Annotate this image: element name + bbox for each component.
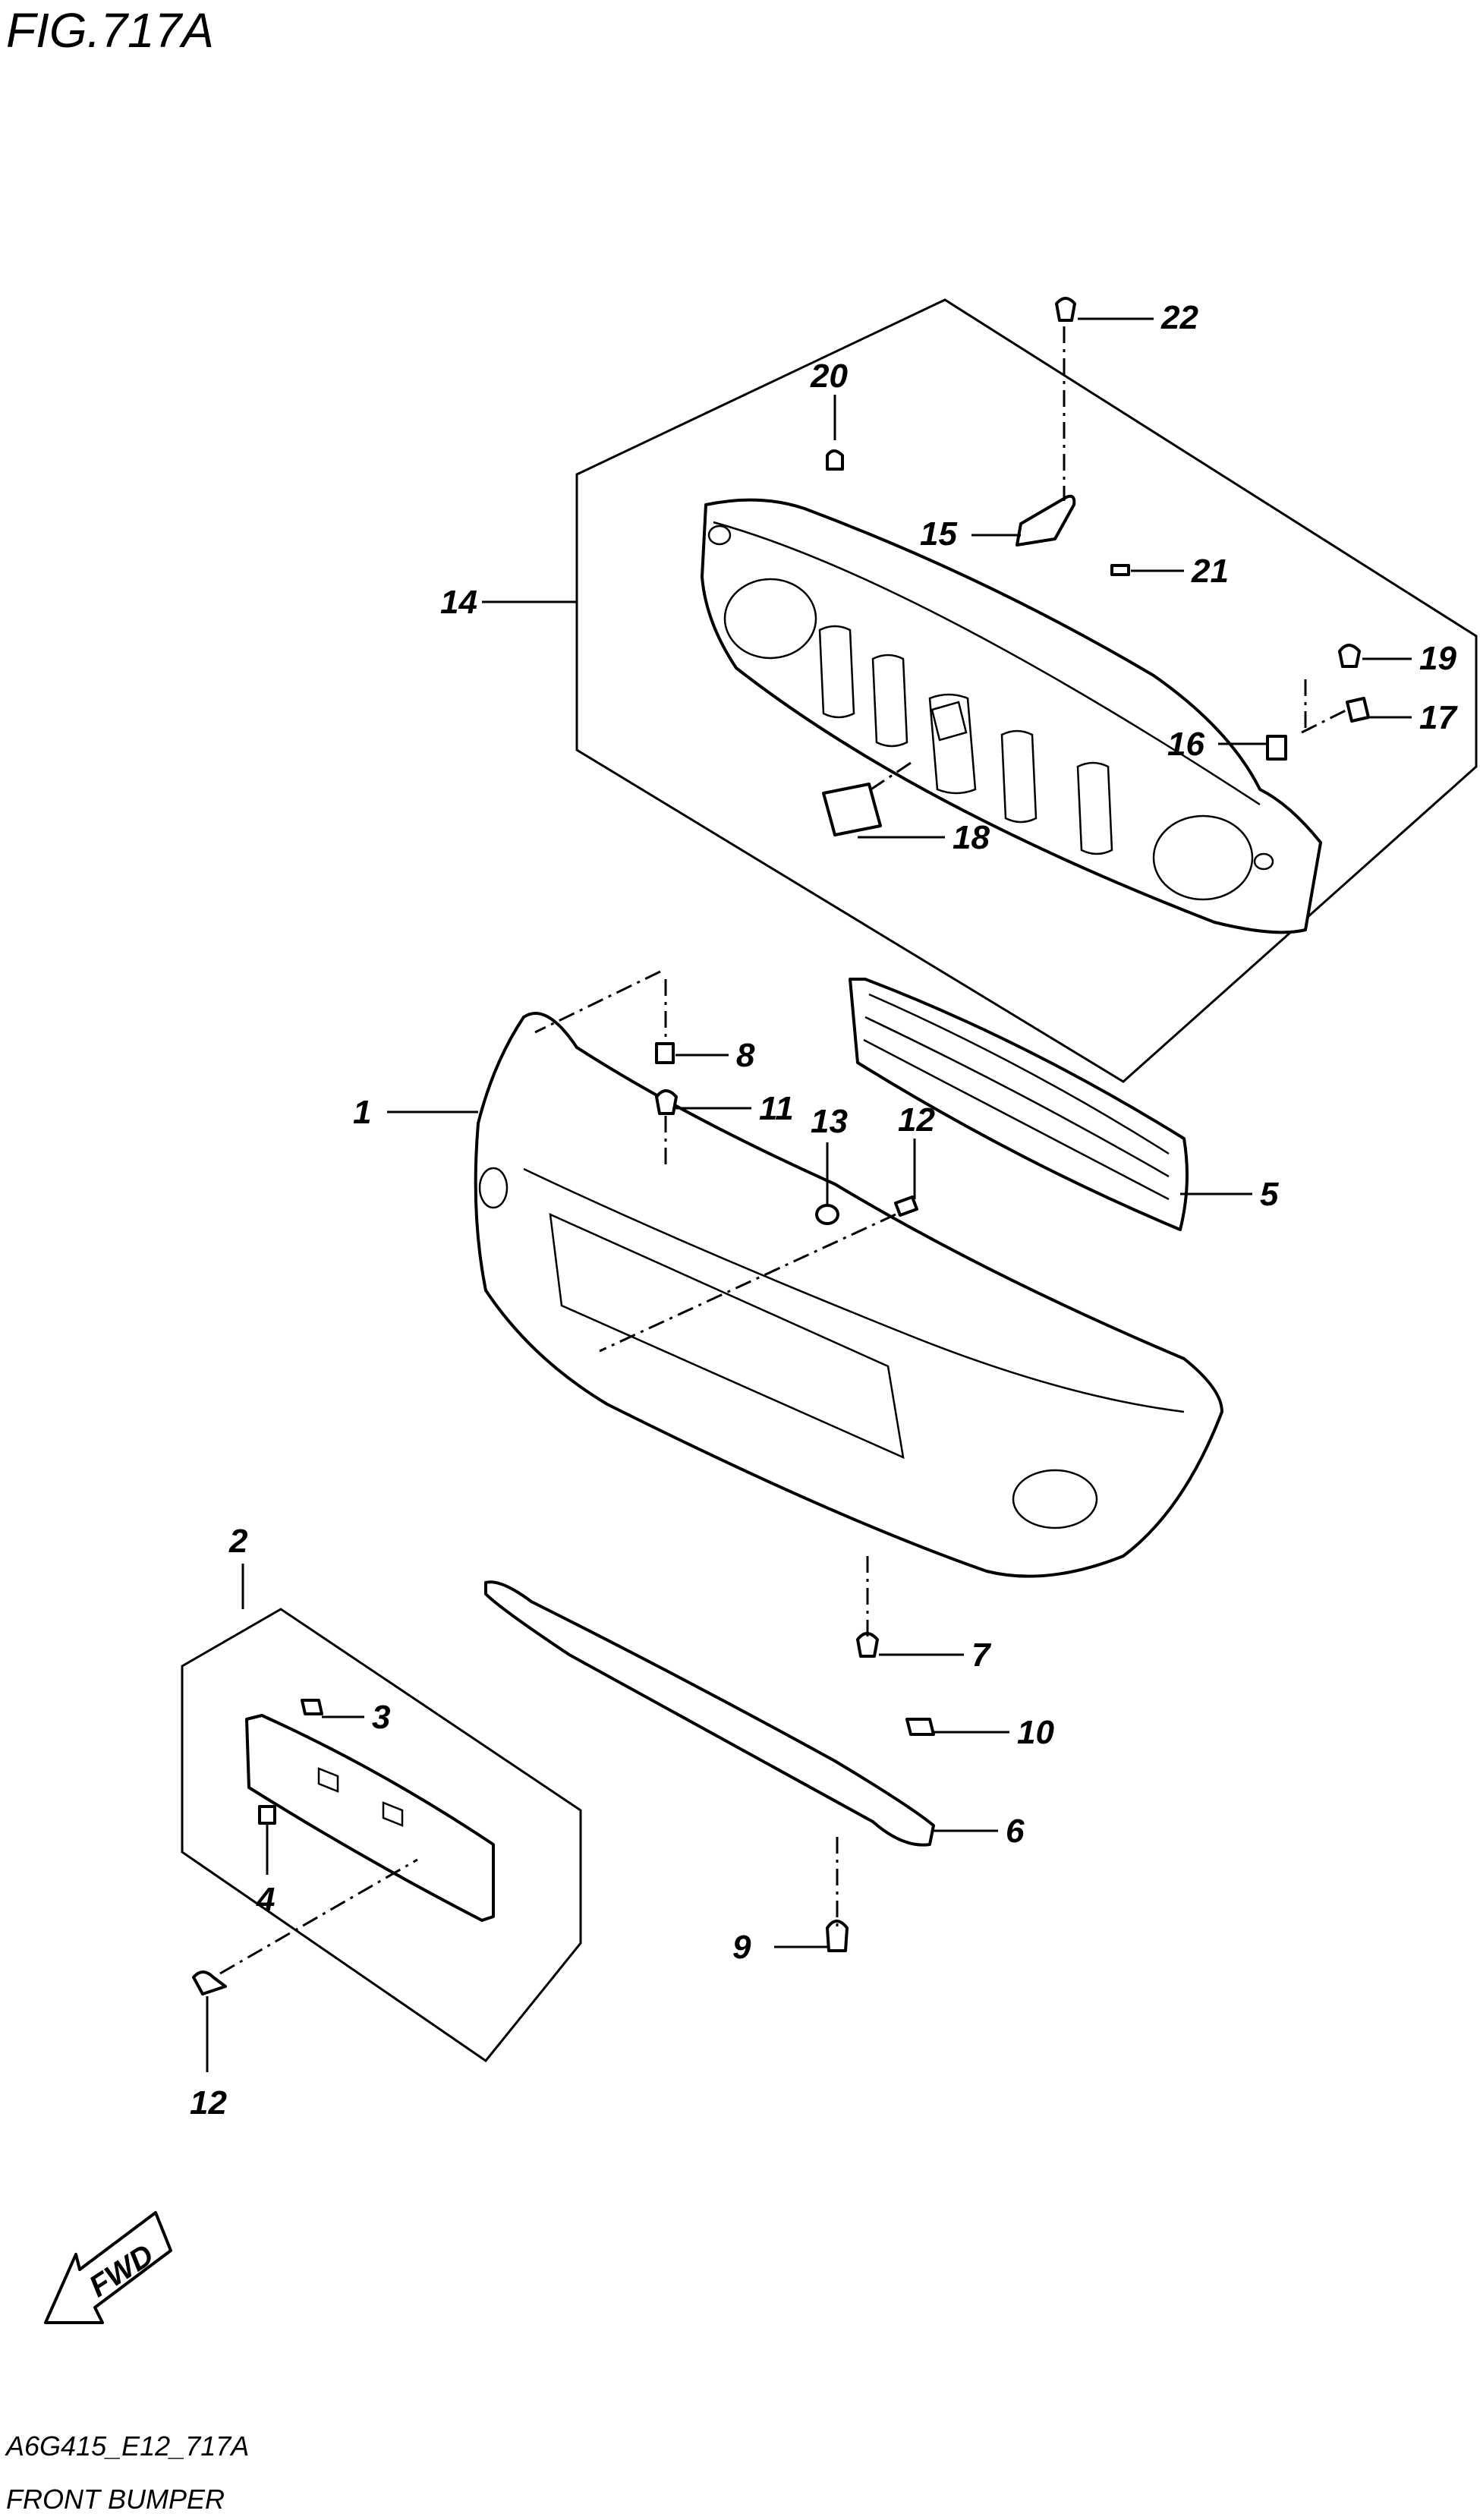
callout-18: 18: [953, 819, 990, 856]
screw-21-part: [1110, 564, 1130, 576]
callout-16: 16: [1167, 726, 1204, 763]
screw-12-part: [894, 1195, 918, 1217]
assembly-line: [219, 1858, 418, 1975]
bumper-strip-part: [484, 1580, 935, 1847]
clip-3-part: [301, 1699, 323, 1715]
lower-grille-part: [849, 978, 1189, 1231]
clip-20-part: [826, 449, 844, 471]
assembly-line: [599, 1213, 896, 1353]
grille-assembly-box: [575, 298, 1478, 1083]
callout-17: 17: [1419, 699, 1458, 736]
clip-16-part: [1266, 735, 1287, 761]
callout-15: 15: [920, 515, 957, 553]
callout-5: 5: [1260, 1176, 1279, 1213]
clip-10-part: [905, 1718, 935, 1736]
callout-6: 6: [1006, 1813, 1025, 1850]
front-bumper-part: [474, 1012, 1223, 1578]
screw-8-part: [655, 1042, 675, 1064]
figure-name: FRONT BUMPER: [6, 2484, 225, 2515]
bracket-15-part: [1016, 494, 1076, 547]
callout-12-lower: 12: [190, 2084, 227, 2122]
callout-19: 19: [1419, 640, 1456, 677]
assembly-line: [534, 970, 661, 1034]
figure-title: FIG.717A: [6, 3, 214, 58]
callout-13: 13: [811, 1103, 848, 1140]
screw-12b-part: [192, 1970, 227, 1996]
grille-part: [701, 498, 1322, 934]
clip-7-part: [856, 1632, 879, 1658]
emblem-part: [822, 783, 882, 836]
clip-11-part: [655, 1089, 678, 1115]
callout-2: 2: [228, 1523, 248, 1560]
callout-20: 20: [810, 358, 848, 395]
clip-4-part: [258, 1805, 276, 1825]
assembly-line: [864, 761, 912, 795]
callout-12-upper: 12: [898, 1101, 935, 1139]
callout-1: 1: [353, 1094, 371, 1131]
assembly-line: [1301, 708, 1348, 734]
license-plate-box: [181, 1608, 582, 2063]
callout-8: 8: [736, 1037, 755, 1074]
clip-9-part: [826, 1920, 849, 1952]
callout-22: 22: [1160, 299, 1198, 336]
callout-4: 4: [256, 1881, 275, 1918]
figure-code: A6G415_E12_717A: [5, 2430, 249, 2462]
license-plate-bracket-part: [245, 1714, 495, 1922]
callout-14: 14: [440, 584, 477, 621]
clip-22-part: [1055, 297, 1076, 322]
callout-11: 11: [759, 1090, 794, 1127]
callout-3: 3: [372, 1699, 390, 1736]
clip-19-part: [1338, 644, 1361, 668]
leader-lines: [206, 317, 1412, 2072]
callout-labels: 22 20 15 21 14 19 17 16 18 8 11 1 13 12 …: [190, 299, 1458, 2122]
callout-9: 9: [732, 1929, 751, 1966]
callout-7: 7: [971, 1636, 992, 1674]
fwd-arrow-icon: FWD: [44, 2211, 172, 2324]
clip-17-part: [1346, 697, 1370, 723]
nut-13-part: [815, 1204, 839, 1225]
callout-10: 10: [1017, 1714, 1054, 1751]
callout-21: 21: [1191, 553, 1229, 590]
